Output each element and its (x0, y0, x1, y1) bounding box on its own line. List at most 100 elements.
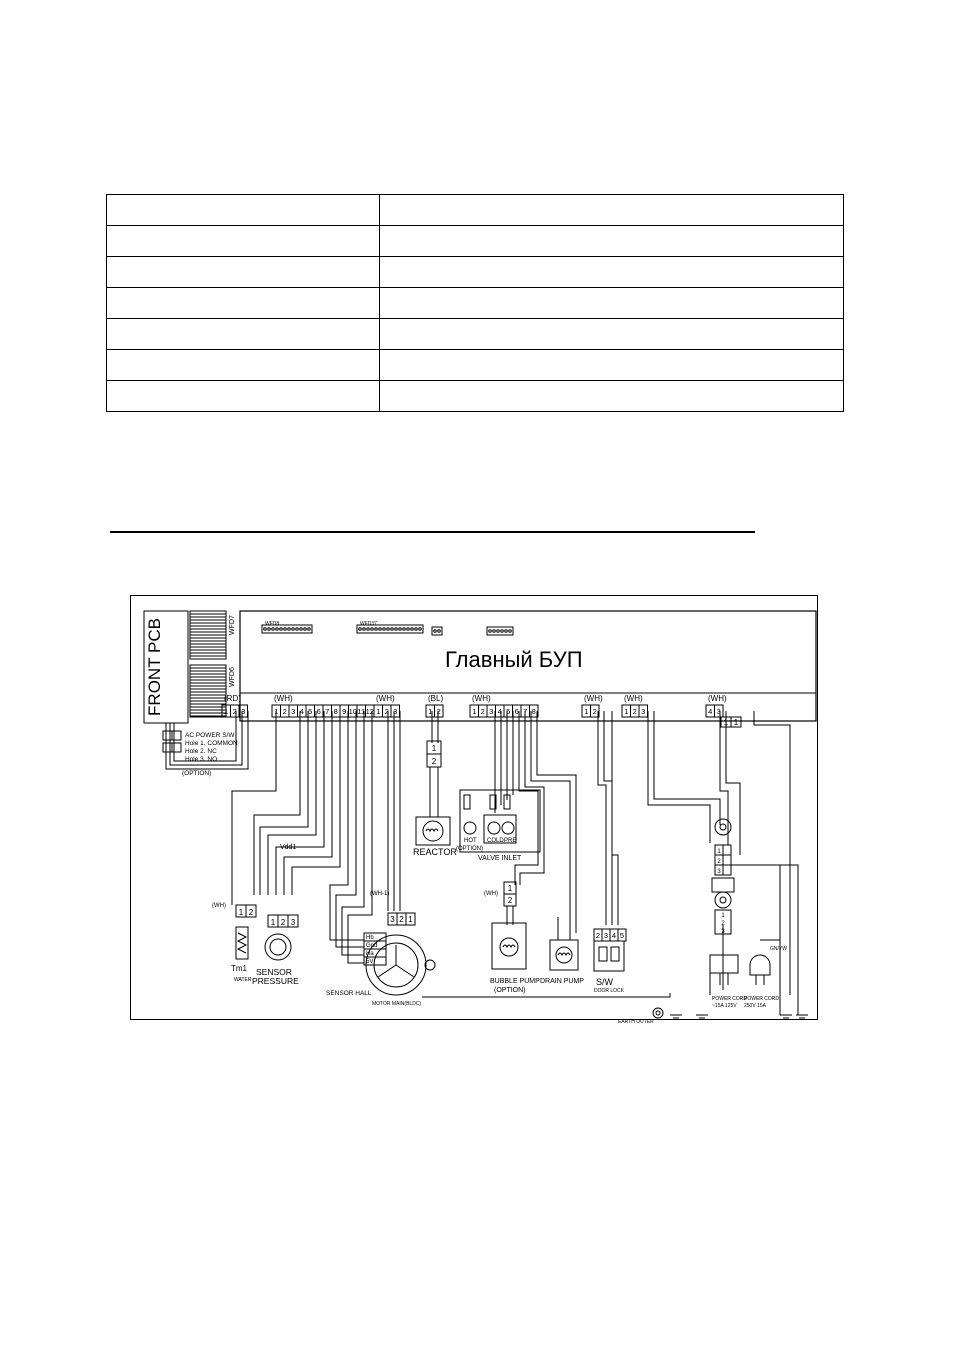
svg-text:2: 2 (432, 757, 437, 766)
connector-pin-number: 4 (498, 707, 502, 716)
svg-text:3: 3 (291, 918, 296, 927)
motor-pin-number: 1 (408, 915, 413, 924)
connector-wfd37-label: WFD37 (360, 621, 377, 627)
svg-text:Hole 3. NO: Hole 3. NO (185, 756, 217, 763)
table-cell (379, 318, 844, 350)
hall-pin-label: Ha (366, 951, 374, 957)
hall-pin-label: 5V (366, 959, 373, 965)
table-row (106, 225, 844, 257)
table-row (106, 194, 844, 226)
connector-color-label: (WH) (376, 694, 395, 703)
svg-text:1: 1 (271, 918, 276, 927)
relay-pins: 1 1 (720, 716, 742, 728)
motor-pin-number: 3 (390, 915, 395, 924)
svg-text:POWER CORD: POWER CORD (744, 996, 779, 1002)
connector-pin-number: 1 (428, 707, 432, 716)
reactor: 1 2 REACTOR (413, 740, 457, 857)
svg-text:Vdd1: Vdd1 (280, 844, 296, 851)
connector-pin-number: 4 (708, 707, 712, 716)
connector-pin-number: 1 (472, 707, 476, 716)
door-pin-number: 2 (596, 931, 600, 940)
connector-pin-number: 1 (584, 707, 588, 716)
connector-pin-number: 8 (334, 707, 338, 716)
connector-pin-number: 5 (308, 707, 312, 716)
connector-color-label: (WH) (624, 694, 643, 703)
front-pcb-label: FRONT PCB (145, 618, 164, 716)
svg-text:DOOR LOCK: DOOR LOCK (594, 988, 625, 994)
valve-inlet: HOT (OPTION) COLD PRE VALVE INLET (456, 789, 541, 862)
connector-color-label: (WH) (472, 694, 491, 703)
connector-pin-number: 3 (291, 707, 295, 716)
connector-pin (714, 704, 724, 718)
svg-text:MOTOR MAIN(BLDC): MOTOR MAIN(BLDC) (372, 1001, 421, 1007)
svg-text:(OPTION): (OPTION) (456, 846, 483, 852)
pressure-and-temp-sensor: (WH) 1 2 Tm1 WATER 1 2 3 SENSOR PRESSURE… (212, 844, 299, 986)
svg-text:PRE: PRE (504, 838, 516, 844)
connector-color-label: (WH) (584, 694, 603, 703)
table-cell (106, 287, 380, 319)
svg-text:(OPTION): (OPTION) (182, 770, 211, 777)
svg-text:(OPTION): (OPTION) (494, 987, 526, 994)
svg-text:S/W: S/W (596, 977, 614, 987)
table-row (106, 349, 844, 381)
connector-pin-number: 2 (481, 707, 485, 716)
table-row (106, 318, 844, 350)
connector-pin-number: 11 (357, 707, 365, 716)
connector-pin-number: 2 (633, 707, 637, 716)
door-pin-number: 3 (604, 931, 608, 940)
hall-pin-label: Hb (366, 935, 374, 941)
connector-pin-number: 2 (593, 707, 597, 716)
svg-text:2: 2 (717, 859, 721, 865)
svg-text:1: 1 (432, 744, 437, 753)
drain-pump: DRAIN PUMP (540, 917, 584, 985)
svg-text:1: 1 (721, 913, 725, 919)
connector-pin-number: 2 (437, 707, 441, 716)
table-cell (379, 380, 844, 412)
earth-ground: EARTH OUTER (618, 1007, 808, 1025)
svg-text:VALVE INLET: VALVE INLET (478, 855, 522, 862)
connector-pin-number: 3 (717, 707, 721, 716)
connector-color-label: (BL) (428, 694, 443, 703)
main-board: Главный БУП WFD8 WFD37 (239, 610, 817, 722)
main-board-title: Главный БУП (445, 647, 583, 672)
svg-text:Hole 2. NC: Hole 2. NC (185, 748, 217, 755)
svg-text:2: 2 (281, 918, 286, 927)
svg-text:1: 1 (734, 718, 739, 727)
ac-power-switch: AC POWER S/W Hole 1. COMMON Hole 2. NC H… (162, 711, 249, 777)
table-cell (379, 256, 844, 288)
diagram-frame (130, 595, 818, 1020)
connector-pin-number: 5 (506, 707, 510, 716)
connector-wfd8-label: WFD8 (265, 621, 279, 627)
svg-text:SENSOR: SENSOR (256, 967, 292, 977)
connector-pin (590, 704, 600, 718)
table-row (106, 287, 844, 319)
svg-text:2: 2 (721, 921, 725, 927)
svg-text:AC POWER S/W: AC POWER S/W (185, 732, 235, 739)
svg-text:(WH-1): (WH-1) (370, 891, 389, 897)
svg-text:BUBBLE PUMP: BUBBLE PUMP (490, 978, 540, 985)
svg-text:3: 3 (721, 929, 725, 935)
table-cell (106, 380, 380, 412)
connector-pin-number: 1 (376, 707, 380, 716)
svg-text:(WH): (WH) (212, 903, 226, 909)
table-cell (379, 194, 844, 226)
svg-text:2: 2 (508, 896, 513, 905)
connector-pin (434, 704, 444, 718)
svg-text:REACTOR: REACTOR (413, 847, 457, 857)
door-pin-number: 5 (620, 931, 624, 940)
svg-text:COLD: COLD (487, 838, 504, 844)
power-cord: 1 2 3 1 2 3 POWER CORD ~15A 125V POWER C… (709, 818, 799, 1015)
table-cell (106, 256, 380, 288)
connector-pin-number: 1 (224, 707, 228, 716)
svg-text:3: 3 (717, 869, 721, 875)
svg-text:EARTH OUTER: EARTH OUTER (618, 1019, 654, 1025)
svg-text:1: 1 (239, 908, 244, 917)
hall-pin-label: Gnd (366, 943, 377, 949)
table-cell (106, 225, 380, 257)
